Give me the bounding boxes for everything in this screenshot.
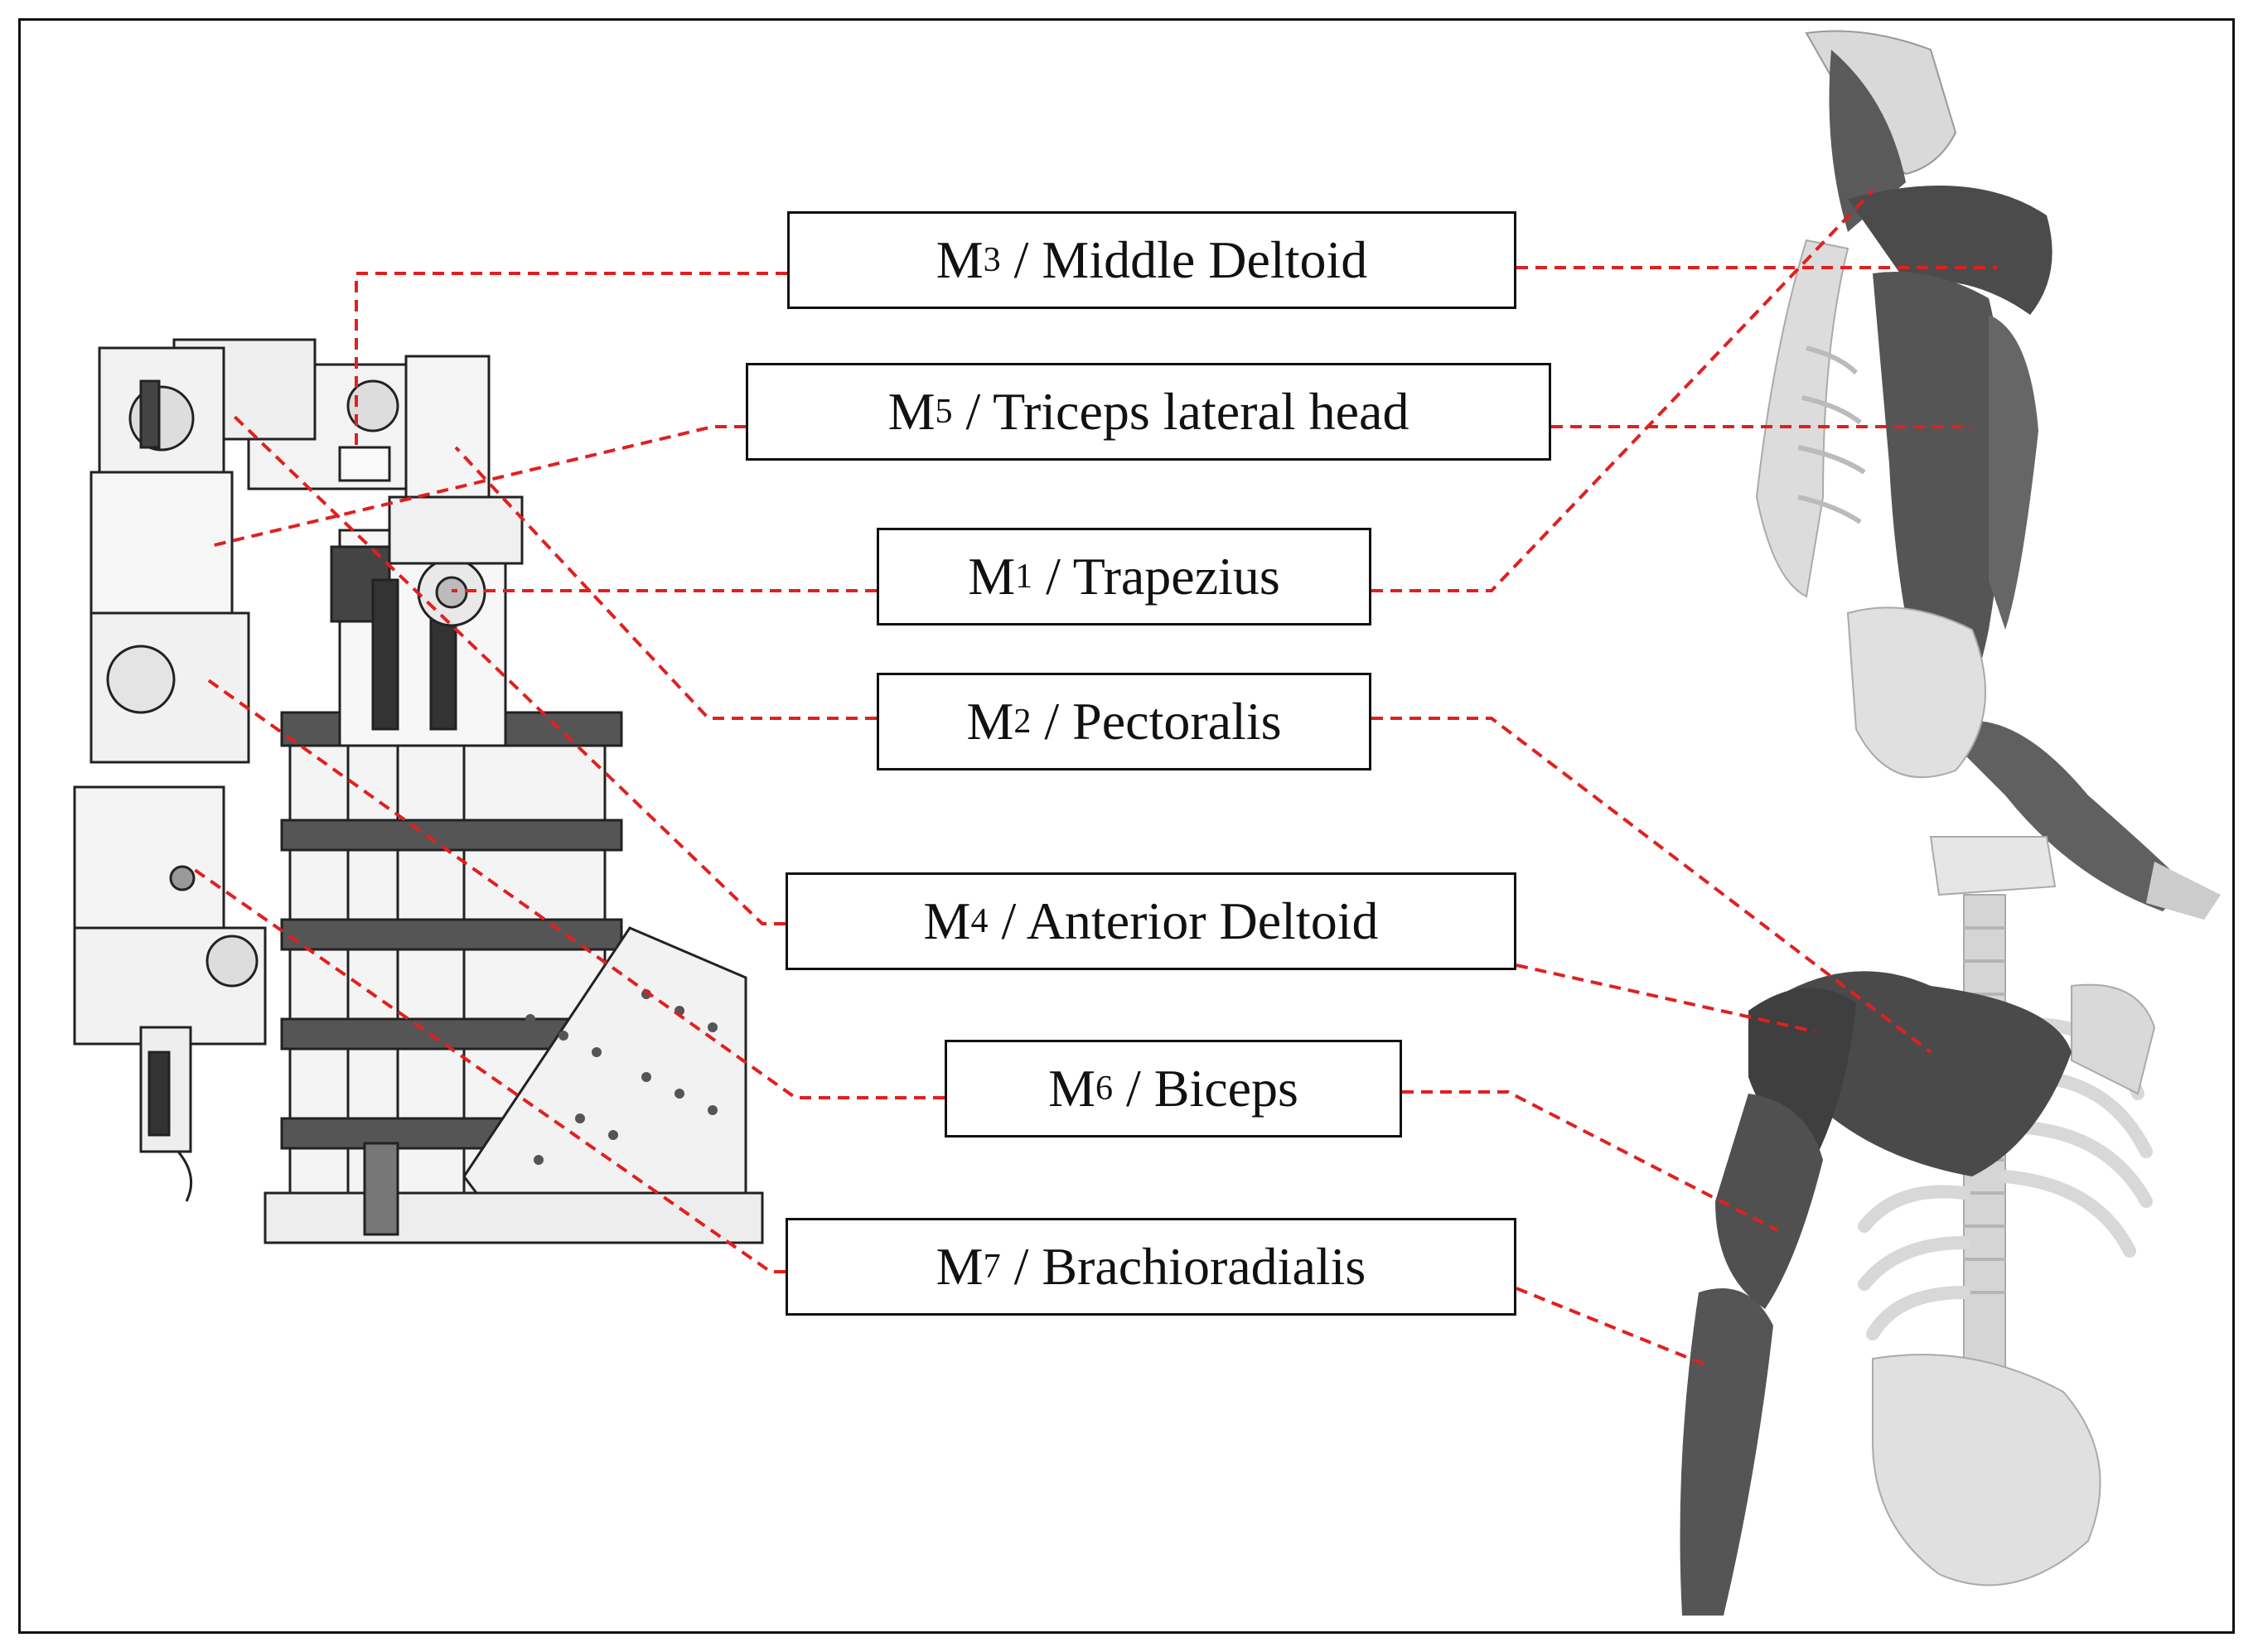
label-m6-sub: 6	[1095, 1070, 1113, 1108]
label-m2-text: / Pectoralis	[1031, 692, 1282, 751]
label-m3-text: / Middle Deltoid	[1000, 230, 1368, 289]
leader-m2-robot	[454, 446, 877, 720]
label-m1-main: M	[968, 547, 1016, 606]
label-m2-sub: 2	[1013, 703, 1032, 741]
shoulder-muscles-back-view	[1755, 30, 2221, 920]
leader-m5-robot	[206, 425, 746, 548]
leader-m6-human	[1402, 1090, 1778, 1232]
leader-m1-human	[1371, 189, 1874, 592]
label-m5-text: / Triceps lateral head	[952, 382, 1409, 441]
label-m5-sub: 5	[935, 393, 953, 431]
label-m4-sub: 4	[970, 902, 989, 940]
label-m3-main: M	[936, 230, 984, 289]
label-m6-main: M	[1048, 1059, 1095, 1118]
label-m1-text: / Trapezius	[1032, 547, 1280, 606]
label-m6-text: / Biceps	[1112, 1059, 1298, 1118]
label-m7-main: M	[936, 1237, 984, 1296]
label-m4-text: / Anterior Deltoid	[988, 891, 1379, 950]
shoulder-muscles-front-view	[1680, 836, 2156, 1616]
leader-m3-robot	[355, 272, 787, 447]
label-m4-main: M	[923, 891, 971, 950]
leader-m4-robot	[230, 413, 786, 925]
label-m2-main: M	[966, 692, 1014, 751]
label-m7-sub: 7	[983, 1248, 1001, 1286]
label-m1-sub: 1	[1015, 558, 1033, 596]
leader-m2-human	[1371, 717, 1932, 1054]
leader-m6-robot	[205, 678, 945, 1099]
label-m5-main: M	[887, 382, 936, 441]
label-m7-text: / Brachioradialis	[1000, 1237, 1366, 1296]
leader-m4-human	[1516, 964, 1816, 1033]
leader-m7-human	[1516, 1287, 1712, 1369]
label-m3-sub: 3	[983, 241, 1001, 279]
leader-m7-robot	[193, 868, 786, 1273]
